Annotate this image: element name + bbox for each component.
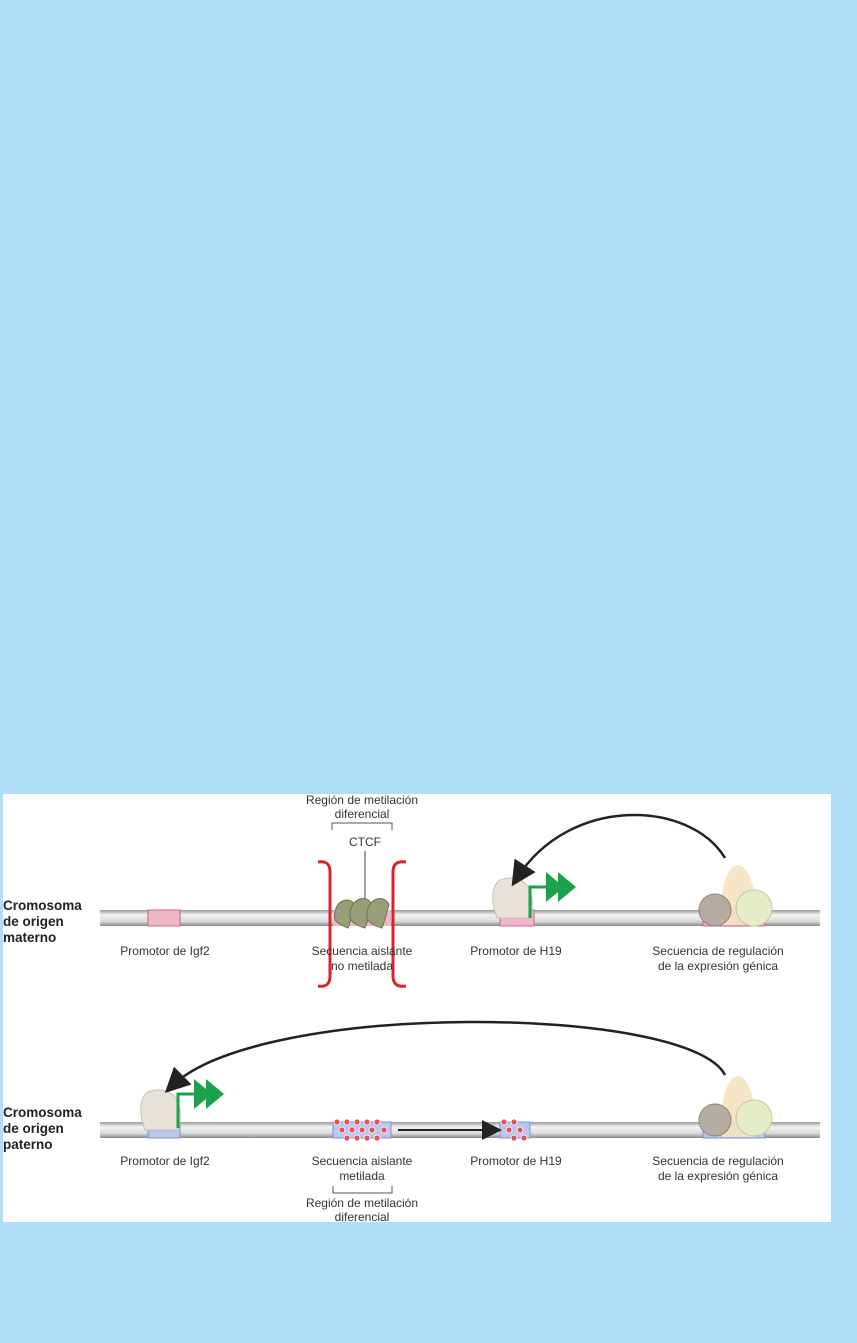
chromosome-bar [100, 910, 820, 926]
h19-promoter-label: Promotor de H19 [470, 944, 562, 958]
chromosome-label-line3: materno [3, 930, 56, 945]
dmr-bracket [332, 1186, 393, 1194]
enhancer-complex-icon [698, 865, 773, 927]
chromosome-label-line1: Cromosoma [3, 898, 82, 913]
dmr-label: Región de metilación [306, 1196, 418, 1210]
enhancer-label: Secuencia de regulación [652, 1154, 783, 1168]
enhancer-label: Secuencia de regulación [652, 944, 783, 958]
insulator-label-2: no metilada [331, 959, 393, 973]
methyl-groups-icon [333, 1118, 528, 1142]
rna-polymerase-icon [492, 877, 533, 919]
dmr-label: Región de metilación [306, 793, 418, 807]
igf2-promoter-label: Promotor de Igf2 [120, 944, 210, 958]
chromosome-label-line1: Cromosoma [3, 1105, 82, 1120]
insulator-label: Secuencia aislante [312, 944, 413, 958]
insulator-label: Secuencia aislante [312, 1154, 413, 1168]
enhancer-to-igf2-arrow [164, 1020, 727, 1093]
diagram-panel [3, 794, 831, 1222]
ctcf-label: CTCF [349, 835, 381, 849]
dmr-label-2: diferencial [335, 1210, 390, 1224]
igf2-promoter-label: Promotor de Igf2 [120, 1154, 210, 1168]
right-bracket-icon [391, 860, 407, 988]
chromosome-label-line3: paterno [3, 1137, 53, 1152]
maternal-chromosome: Cromosoma de origen materno Región de me… [3, 793, 820, 988]
enhancer-to-h19-arrow [511, 813, 727, 887]
chromosome-label-line2: de origen [3, 914, 64, 929]
enhancer-label-2: de la expresión génica [658, 1169, 778, 1183]
chromosome-label-line2: de origen [3, 1121, 64, 1136]
ctcf-protein [334, 898, 390, 929]
igf2-promoter-region [147, 909, 181, 927]
dmr-bracket [331, 822, 393, 830]
h19-promoter-label: Promotor de H19 [470, 1154, 562, 1168]
insulator-label-2: metilada [339, 1169, 385, 1183]
enhancer-complex-icon [698, 1076, 773, 1137]
transcription-arrow-icon [176, 1079, 224, 1128]
left-bracket-icon [317, 860, 332, 988]
paternal-chromosome: Cromosoma de origen paterno Promotor de … [3, 1020, 820, 1224]
transcription-arrow-icon [528, 872, 576, 918]
rna-polymerase-icon [140, 1089, 181, 1131]
enhancer-label-2: de la expresión génica [658, 959, 778, 973]
dmr-label-2: diferencial [335, 807, 390, 821]
